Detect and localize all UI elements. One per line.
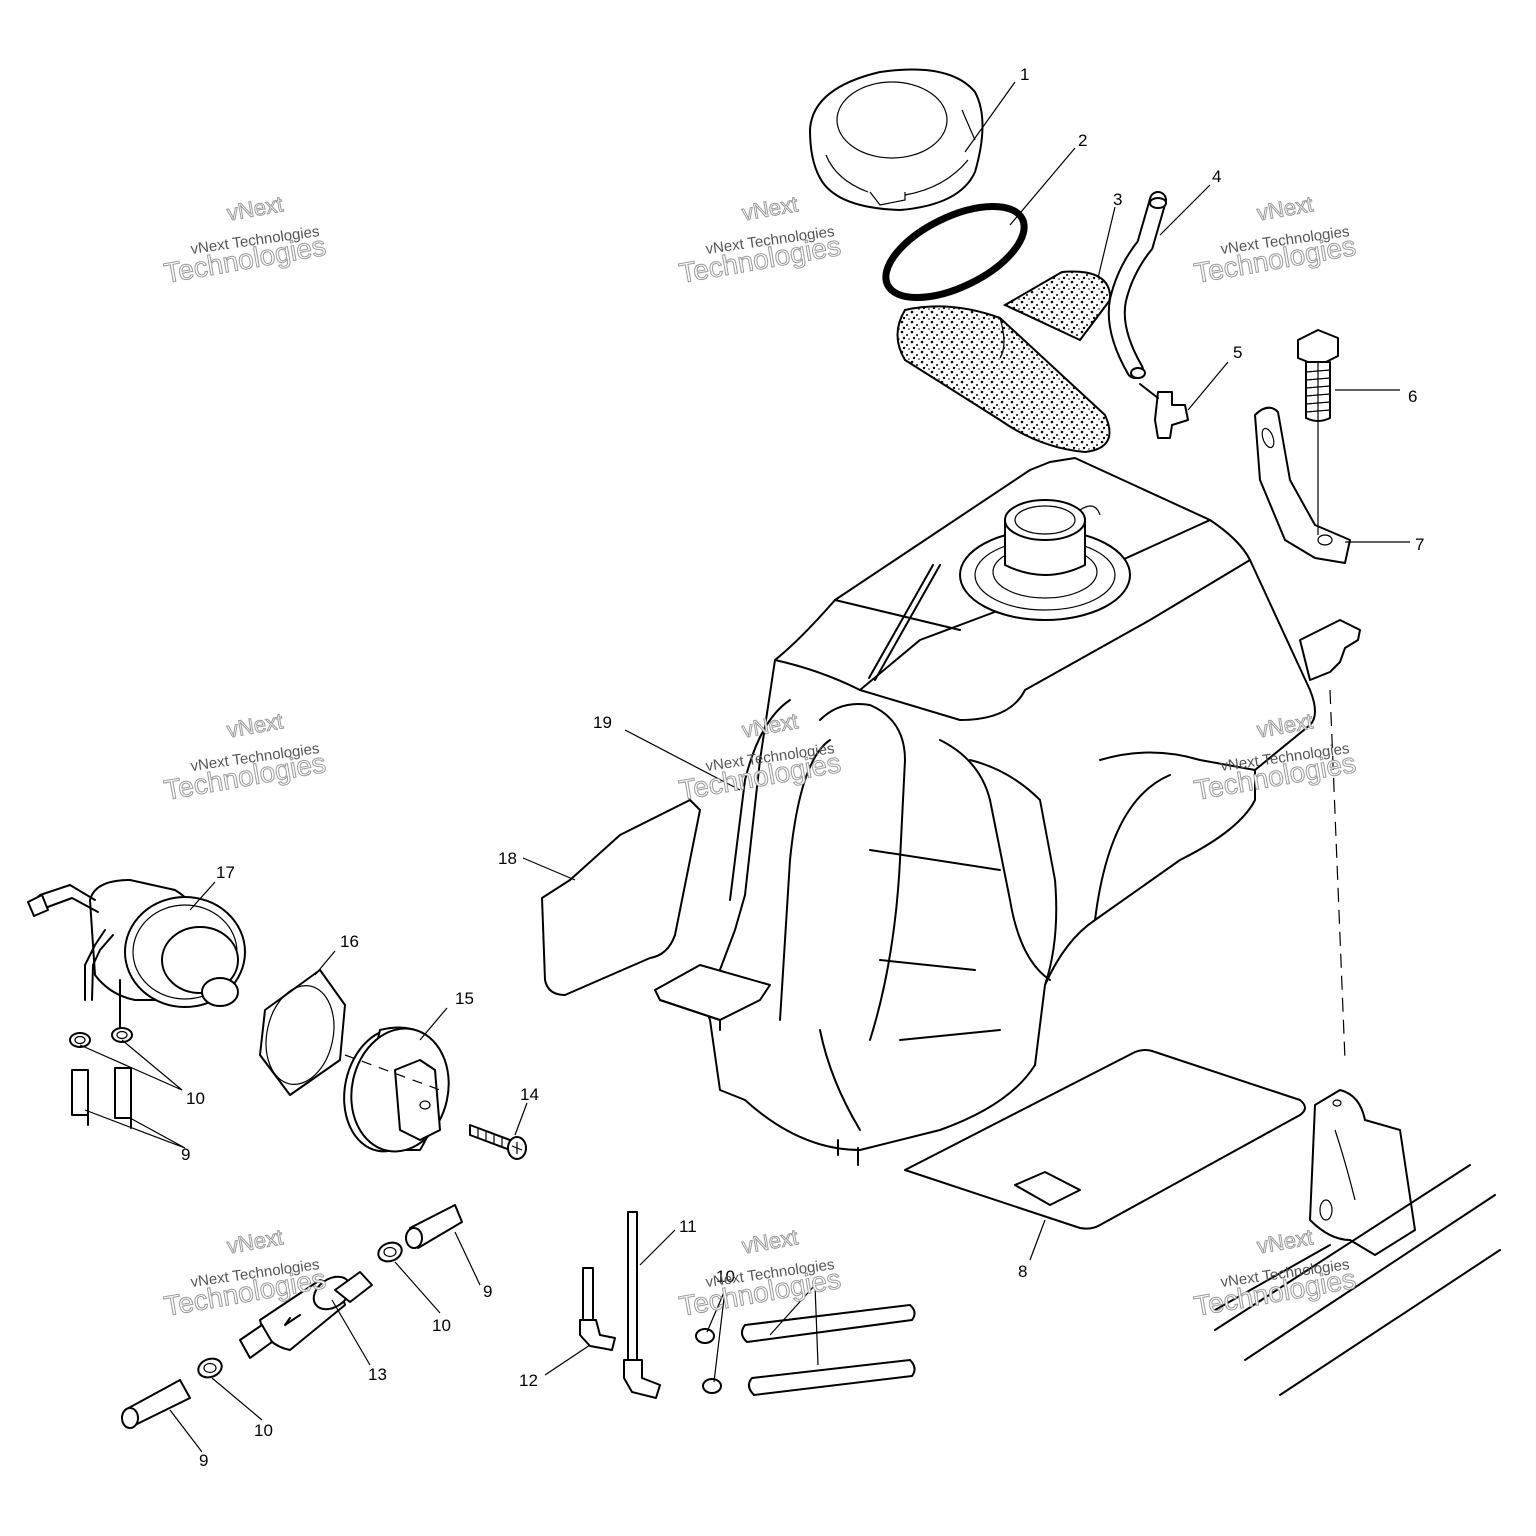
callout-6: 6 (1408, 387, 1417, 406)
callout-3: 3 (1113, 190, 1122, 209)
callout-10b: 10 (432, 1316, 451, 1335)
frame-mount (1214, 1089, 1501, 1396)
callout-1: 1 (1020, 65, 1029, 84)
clamps-center (695, 1328, 722, 1394)
callout-12: 12 (519, 1371, 538, 1390)
tank-bracket (1254, 406, 1351, 564)
hoses-filter (121, 1204, 463, 1429)
lock-nut (259, 969, 346, 1096)
fuel-pickup-tube (623, 1211, 661, 1399)
callout-15: 15 (455, 989, 474, 1008)
callout-9a: 9 (181, 1145, 190, 1164)
callout-numbers: 1 2 3 4 5 6 7 8 19 18 17 16 15 14 10 9 9… (181, 65, 1424, 1470)
vent-fitting (1139, 383, 1189, 439)
callout-11: 11 (679, 1217, 697, 1236)
vent-hose (1107, 191, 1167, 379)
callout-9c: 9 (199, 1451, 208, 1470)
leader-lines (79, 81, 1410, 1453)
callout-19: 19 (593, 713, 612, 732)
decal-sheet (541, 799, 701, 996)
callout-8: 8 (1018, 1262, 1027, 1281)
fuel-tank (654, 457, 1361, 1166)
sender-screw (469, 1124, 527, 1160)
fuel-cap (809, 68, 984, 211)
hoses-center (741, 1304, 916, 1396)
tank-pad (904, 1049, 1306, 1230)
clamps-filter (197, 1241, 403, 1379)
fuel-hoses-left (71, 1067, 132, 1129)
callout-13: 13 (368, 1365, 387, 1384)
callout-14: 14 (520, 1085, 539, 1104)
fuel-cap-gasket (882, 202, 1028, 302)
callout-10d: 10 (716, 1267, 735, 1286)
fuel-pump (27, 879, 246, 1031)
callout-16: 16 (340, 932, 359, 951)
callout-5: 5 (1233, 343, 1242, 362)
callout-2: 2 (1078, 131, 1087, 150)
fuel-sender (343, 1026, 450, 1153)
callout-4: 4 (1212, 167, 1221, 186)
callout-7: 7 (1415, 535, 1424, 554)
callout-18: 18 (498, 849, 517, 868)
callout-17: 17 (216, 863, 235, 882)
hose-clamps-left (69, 1027, 133, 1048)
callout-9b: 9 (483, 1282, 492, 1301)
callout-10a: 10 (186, 1089, 205, 1108)
callout-10c: 10 (254, 1421, 273, 1440)
inline-fuel-filter (239, 1271, 373, 1359)
elbow-fitting (579, 1267, 616, 1351)
